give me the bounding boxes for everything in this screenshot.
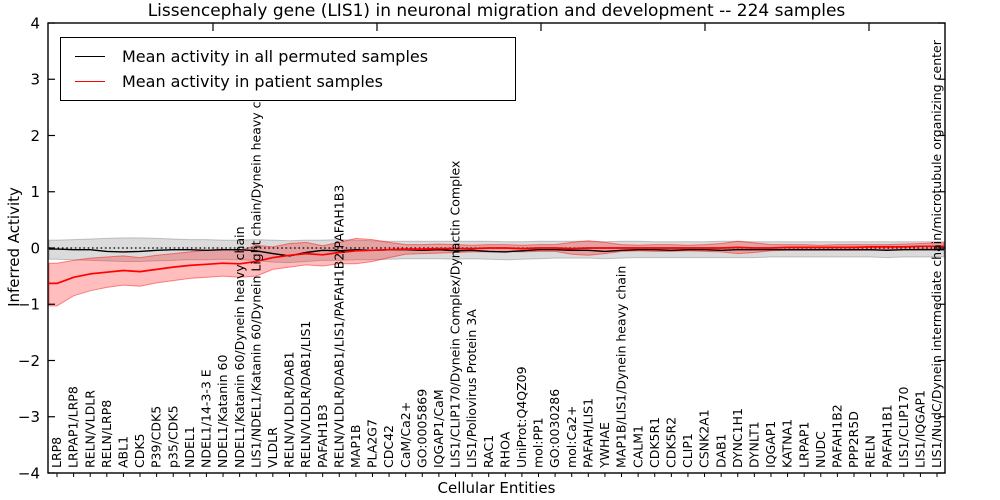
y-tick-label: 2 — [30, 127, 40, 145]
x-tick-label: NDEL1/14-3-3 E — [199, 369, 214, 468]
x-tick-label: DAB1 — [713, 434, 728, 469]
x-tick-label: UniProt:Q4QZ09 — [514, 366, 529, 468]
legend-item-patient: Mean activity in patient samples — [75, 69, 515, 94]
x-tick-label: PAFAH1B2 — [830, 404, 845, 468]
x-tick-label: RELN/VLDLR/DAB1/LIS1 — [298, 321, 313, 468]
x-tick-label: CDK5 — [132, 433, 147, 468]
x-tick-label: DYNLT1 — [746, 421, 761, 468]
x-tick-label: IQGAP1/CaM — [431, 389, 446, 468]
y-tick-label: 4 — [30, 14, 40, 32]
permuted-line-swatch-icon — [75, 56, 105, 57]
x-tick-label: CaM/Ca2+ — [398, 402, 413, 468]
x-tick-label: CALM1 — [630, 425, 645, 468]
x-tick-label: GO:0005869 — [414, 389, 429, 468]
x-tick-label: mol:PP1 — [531, 417, 546, 468]
y-tick-label: 0 — [30, 239, 40, 257]
x-tick-label: GO:0030286 — [547, 389, 562, 468]
x-tick-label: PLA2G7 — [365, 419, 380, 468]
confidence-band-permuted — [48, 237, 945, 264]
x-tick-label: CSNK2A1 — [697, 409, 712, 468]
patient-line-swatch-icon — [75, 81, 105, 82]
y-axis-label: Inferred Activity — [5, 187, 23, 307]
x-tick-label: PAFAH1B1 — [879, 404, 894, 468]
x-tick-label: RELN/VLDLR/DAB1/LIS1/PAFAH1B2/PAFAH1B3 — [331, 185, 346, 468]
x-tick-label: LIS1/IQGAP1 — [913, 390, 928, 468]
y-tick-label: −2 — [18, 352, 40, 370]
x-tick-label: LIS1/CLIP170/Dynein Complex/Dynactin Com… — [448, 161, 463, 468]
y-tick-label: −4 — [18, 464, 40, 482]
y-tick-label: −3 — [18, 408, 40, 426]
mean-line-patient — [49, 245, 944, 285]
y-tick-label: 1 — [30, 183, 40, 201]
x-tick-label: PAFAH1B3 — [315, 404, 330, 468]
legend-label-permuted: Mean activity in all permuted samples — [122, 46, 429, 66]
x-tick-label: P39/CDK5 — [149, 406, 164, 468]
x-tick-label: LRP8 — [49, 437, 64, 468]
legend-label-patient: Mean activity in patient samples — [122, 71, 383, 91]
x-tick-label: RAC1 — [481, 435, 496, 468]
x-tick-label: PAFAH/LIS1 — [580, 398, 595, 468]
x-tick-label: p35/CDK5 — [165, 405, 180, 468]
x-tick-label: MAP1B/LIS1/Dynein heavy chain — [614, 266, 629, 468]
x-tick-label: CLIP1 — [680, 433, 695, 468]
x-tick-label: CDK5R1 — [647, 417, 662, 468]
x-tick-label: LIS1/NDEL1/Katanin 60/Dynein Light chain… — [248, 75, 263, 468]
x-tick-label: IQGAP1 — [763, 421, 778, 468]
chart-title: Lissencephaly gene (LIS1) in neuronal mi… — [147, 1, 846, 21]
x-tick-label: LRPAP1/LRP8 — [66, 386, 81, 468]
x-tick-label: ABL1 — [116, 436, 131, 468]
y-tick-label: 3 — [30, 71, 40, 89]
x-tick-label: CDC42 — [381, 425, 396, 468]
legend: Mean activity in all permuted samples Me… — [60, 37, 516, 101]
x-tick-label: NUDC — [813, 431, 828, 468]
x-tick-label: LIS1/CLIP170 — [896, 386, 911, 468]
x-tick-label: DYNC1H1 — [730, 408, 745, 468]
x-tick-label: PPP2R5D — [846, 411, 861, 468]
x-tick-label: RELN — [863, 435, 878, 468]
x-tick-label: LIS1/NudC/Dynein intermediate chain/micr… — [929, 39, 944, 468]
x-tick-label: LRPAP1 — [796, 422, 811, 468]
x-tick-label: LIS1/Poliovirus Protein 3A — [464, 309, 479, 468]
mean-line-permuted — [49, 248, 944, 257]
x-tick-label: YWHAE — [597, 422, 612, 469]
x-tick-label: MAP1B — [348, 425, 363, 468]
legend-item-permuted: Mean activity in all permuted samples — [75, 44, 515, 69]
x-tick-label: RELN/VLDLR — [82, 390, 97, 468]
x-tick-label: RELN/VLDLR/DAB1 — [282, 351, 297, 468]
x-tick-label: RELN/LRP8 — [99, 400, 114, 468]
x-tick-label: VLDLR — [265, 427, 280, 468]
x-tick-label: RHOA — [497, 431, 512, 468]
x-tick-label: NDEL1/Katanin 60/Dynein heavy chain — [232, 226, 247, 468]
x-axis-label: Cellular Entities — [437, 479, 556, 497]
y-tick-label: −1 — [18, 296, 40, 314]
x-tick-label: KATNA1 — [780, 419, 795, 468]
x-tick-label: CDK5R2 — [663, 417, 678, 468]
x-tick-label: NDEL1/Katanin 60 — [215, 355, 230, 468]
x-tick-label: mol:Ca2+ — [564, 406, 579, 468]
x-tick-label: NDEL1 — [182, 426, 197, 468]
